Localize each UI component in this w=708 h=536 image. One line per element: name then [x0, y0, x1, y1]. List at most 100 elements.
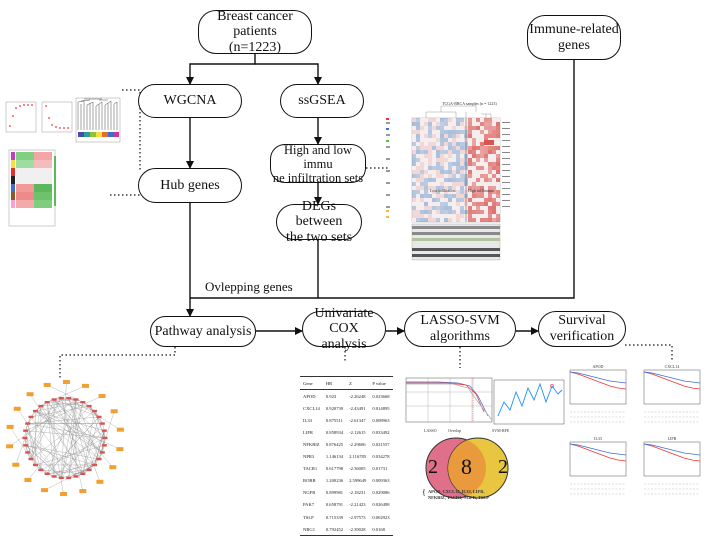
table-cell: 2.116785 — [349, 454, 367, 460]
heatmap-cell — [488, 162, 492, 166]
overlap-caption: Ovlepping genes — [205, 279, 293, 294]
km-curve-high — [643, 443, 701, 462]
heatmap-cell — [440, 210, 444, 214]
heatmap-cell — [448, 146, 452, 150]
heatmap-cell — [448, 166, 452, 170]
km-curve-low — [569, 443, 627, 456]
heatmap-cell — [440, 170, 444, 174]
heatmap-cell — [496, 158, 500, 162]
heatmap-cell — [484, 158, 488, 162]
heatmap-cell — [436, 214, 440, 218]
heatmap-cell — [468, 174, 472, 178]
heatmap-cell — [448, 178, 452, 182]
heatmap-cell — [428, 186, 432, 190]
heatmap-cell — [444, 178, 448, 182]
heatmap-cell — [444, 202, 448, 206]
heatmap-cell — [440, 142, 444, 146]
heatmap-cell — [460, 146, 464, 150]
heatmap-cell — [452, 198, 456, 202]
heatmap-cell — [456, 210, 460, 214]
network-gene-node — [99, 451, 105, 454]
heatmap-cell — [476, 150, 480, 154]
heatmap-cell — [488, 190, 492, 194]
table-cell: -2.26248 — [349, 393, 366, 399]
heatmap-cell — [440, 202, 444, 206]
heatmap-cell — [420, 118, 424, 122]
heatmap-cell — [468, 194, 472, 198]
table-cell: 0.034278 — [372, 454, 390, 460]
heatmap-cell — [468, 178, 472, 182]
heatmap-cell — [496, 206, 500, 210]
network-edge — [25, 430, 62, 478]
heatmap-cell — [456, 174, 460, 178]
heatmap-cell — [452, 178, 456, 182]
heatmap-cell — [484, 150, 488, 154]
heatmap-cell — [460, 118, 464, 122]
km-title: CXCL14 — [665, 364, 680, 369]
network-edge — [53, 399, 103, 453]
cox-header-cell: P value — [369, 375, 393, 391]
heatmap-cell — [492, 190, 496, 194]
heatmap-cell — [484, 146, 488, 150]
heatmap-cell — [416, 130, 420, 134]
heatmap-cell — [452, 194, 456, 198]
heatmap-cell — [456, 202, 460, 206]
heatmap-cell — [488, 130, 492, 134]
heatmap-cell — [420, 150, 424, 154]
heatmap-cell — [476, 178, 480, 182]
heatmap-cell — [432, 166, 436, 170]
heatmap-cell — [472, 158, 476, 162]
heatmap-cell — [472, 138, 476, 142]
heatmap-cell — [452, 162, 456, 166]
heatmap-cell — [492, 218, 496, 222]
network-gene-node — [25, 451, 31, 454]
network-gene-node — [23, 429, 29, 432]
network-gene-node — [92, 409, 98, 413]
heatmap-cell — [432, 118, 436, 122]
heatmap-cell — [412, 134, 416, 138]
network-edge — [24, 437, 62, 478]
ssgsea-heatmap — [386, 103, 510, 261]
network-edge — [47, 399, 76, 403]
heatmap-cell — [456, 186, 460, 190]
heatmap-cell — [456, 194, 460, 198]
heatmap-cell — [468, 134, 472, 138]
heatmap-cell — [488, 158, 492, 162]
heatmap-cell — [484, 186, 488, 190]
heatmap-cell — [480, 130, 484, 134]
heatmap-cell — [416, 202, 420, 206]
heatmap-cell — [420, 154, 424, 158]
heatmap-cell — [480, 214, 484, 218]
heatmap-cell — [480, 154, 484, 158]
heatmap-cell — [420, 206, 424, 210]
heatmap-cell — [448, 162, 452, 166]
heatmap-cell — [428, 178, 432, 182]
heatmap-cell — [448, 158, 452, 162]
km-curve-low — [643, 371, 701, 384]
node-wgcna: WGCNA — [138, 84, 242, 118]
workflow-diagram: Breast cancer patients(n=1223) Immune-re… — [5, 9, 701, 536]
heatmap-cell — [444, 206, 448, 210]
network-term-node — [6, 424, 14, 429]
lasso-coefficient-plot — [405, 377, 493, 423]
network-edge — [27, 416, 100, 424]
heatmap-cell — [420, 182, 424, 186]
heatmap-cell — [412, 186, 416, 190]
heatmap-cell — [424, 118, 428, 122]
heatmap-cell — [428, 122, 432, 126]
heatmap-cell — [496, 190, 500, 194]
network-edge — [25, 395, 103, 431]
heatmap-cell — [448, 194, 452, 198]
heatmap-cell — [480, 198, 484, 202]
heatmap-cell — [496, 202, 500, 206]
heatmap-cell — [432, 218, 436, 222]
heatmap-cell — [420, 146, 424, 150]
heatmap-cell — [484, 190, 488, 194]
heatmap-cell — [412, 218, 416, 222]
heatmap-cell — [476, 158, 480, 162]
heatmap-cell — [428, 218, 432, 222]
heatmap-cell — [436, 130, 440, 134]
